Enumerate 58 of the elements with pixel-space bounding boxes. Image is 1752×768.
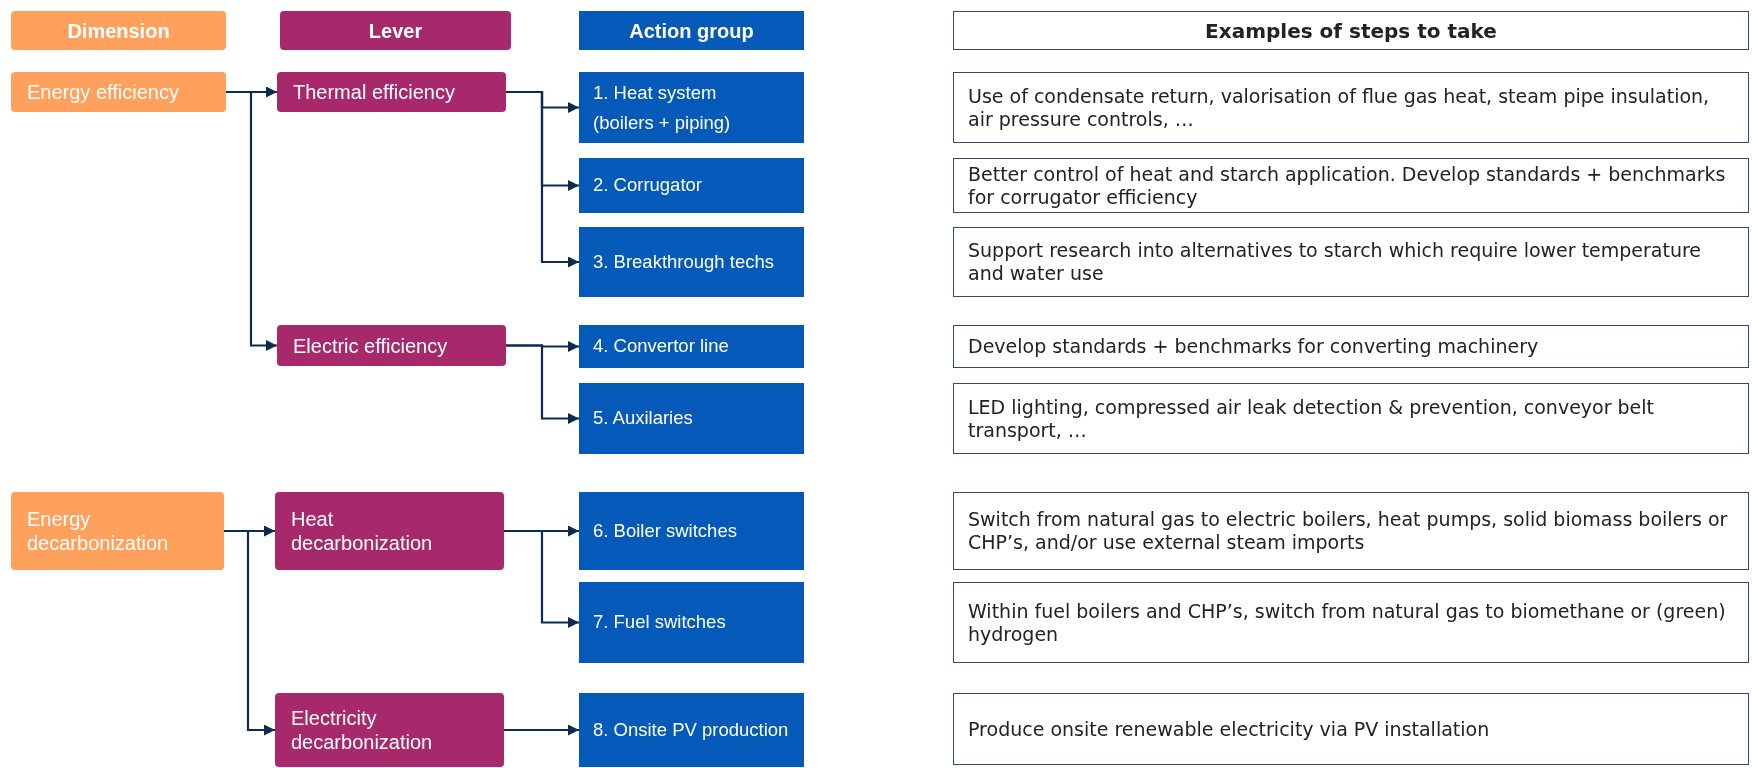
dimension-header [11, 11, 226, 50]
node-label: 4. Convertor line [593, 335, 729, 358]
example-box [953, 227, 1749, 297]
node-label: 8. Onsite PV production [593, 718, 789, 742]
node-label: Electricity decarbonization [291, 706, 434, 754]
node-label: 7. Fuel switches [593, 611, 726, 634]
lever-header [280, 11, 511, 50]
node-label: Heat decarbonization [291, 507, 434, 555]
node-label: Use of condensate return, valorisation of flue gas heat, steam pipe insulation, air pressure controls, … [968, 84, 1711, 131]
node-label: 5. Auxilaries [593, 407, 693, 430]
example-box [953, 693, 1749, 765]
action-box [579, 72, 804, 143]
action-box [579, 492, 804, 570]
node-label: Thermal efficiency [293, 80, 455, 104]
node-label: Lever [368, 18, 423, 43]
example-box [953, 383, 1749, 454]
example-header [953, 11, 1749, 50]
dimension-box [11, 492, 224, 570]
node-label: Develop standards + benchmarks for converting machinery [968, 335, 1539, 358]
node-label: 6. Boiler switches [593, 519, 737, 543]
dimension-box [11, 72, 226, 112]
action-box [579, 582, 804, 663]
lever-box [277, 325, 506, 366]
connector-arrow [506, 90, 579, 268]
node-label: Energy efficiency [27, 80, 179, 104]
lever-box [277, 72, 506, 112]
action-box [579, 227, 804, 297]
connector-arrow [504, 529, 579, 628]
node-label: Energy decarbonization [27, 507, 170, 555]
connector-arrow [226, 90, 277, 351]
node-label: Within fuel boilers and CHP’s, switch from natural gas to biomethane or (green) hydrogen [968, 599, 1727, 646]
example-box [953, 158, 1749, 213]
connector-arrow [504, 724, 579, 736]
node-label: Action group [629, 18, 754, 43]
node-label: Dimension [67, 18, 170, 43]
example-box [953, 582, 1749, 663]
node-label: Better control of heat and starch application. Develop standards + benchmarks for corrugator efficiency [968, 162, 1727, 209]
action-box [579, 383, 804, 454]
connector-arrow [224, 529, 275, 736]
action-box [579, 325, 804, 368]
lever-box [275, 693, 504, 767]
action-header [579, 11, 804, 50]
node-label: Examples of steps to take [1205, 18, 1497, 43]
node-label: Produce onsite renewable electricity via PV installation [968, 717, 1490, 741]
action-box [579, 693, 804, 767]
node-label: Support research into alternatives to starch which require lower temperature and water use [968, 239, 1703, 285]
node-label: 1. Heat system (boilers + piping) [593, 80, 732, 135]
example-box [953, 72, 1749, 143]
node-label: 3. Breakthrough techs [593, 250, 774, 274]
connector-arrow [506, 344, 579, 424]
action-box [579, 158, 804, 213]
example-box [953, 492, 1749, 570]
node-label: Switch from natural gas to electric boilers, heat pumps, solid biomass boilers or CHP’s, and/or use external steam imports [968, 508, 1729, 554]
lever-box [275, 492, 504, 570]
example-box [953, 325, 1749, 368]
node-label: 2. Corrugator [593, 174, 702, 197]
node-label: LED lighting, compressed air leak detection & prevention, conveyor belt transport, … [968, 395, 1656, 442]
node-label: Electric efficiency [293, 333, 448, 358]
